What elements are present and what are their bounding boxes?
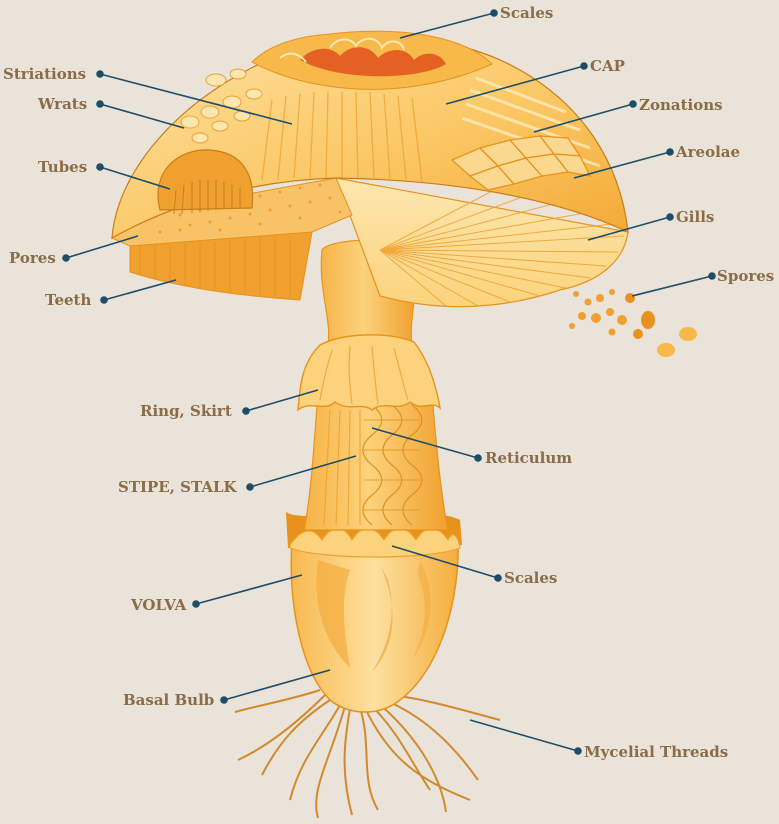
label-areolae: Areolae	[676, 143, 740, 161]
label-wrats: Wrats	[38, 95, 87, 113]
label-volva: VOLVA	[131, 596, 186, 614]
label-reticulum: Reticulum	[485, 449, 572, 467]
label-tubes: Tubes	[38, 158, 87, 176]
label-zonations: Zonations	[639, 96, 723, 114]
label-basal-bulb: Basal Bulb	[123, 691, 214, 709]
label-mycelial-threads: Mycelial Threads	[584, 743, 728, 761]
label-cap: CAP	[590, 57, 625, 75]
label-gills: Gills	[676, 208, 714, 226]
label-stipe-stalk: STIPE, STALK	[118, 478, 237, 496]
label-spores: Spores	[717, 267, 774, 285]
spores	[569, 289, 697, 357]
basal-bulb	[291, 540, 458, 712]
label-pores: Pores	[9, 249, 56, 267]
label-scales-top: Scales	[500, 4, 553, 22]
label-teeth: Teeth	[45, 291, 91, 309]
label-ring-skirt: Ring, Skirt	[140, 402, 232, 420]
ring-skirt	[298, 335, 440, 410]
label-scales-volva: Scales	[504, 569, 557, 587]
label-striations: Striations	[3, 65, 86, 83]
